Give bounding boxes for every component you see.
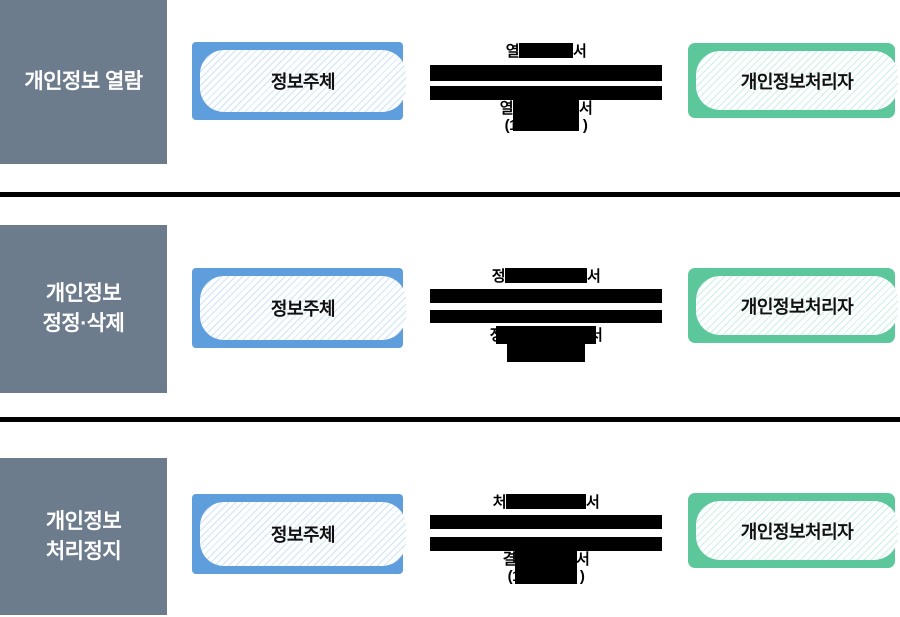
category-line2: 정정·삭제 bbox=[42, 312, 125, 335]
category-label: 개인정보 처리정지 bbox=[0, 458, 167, 615]
processor-label: 개인정보처리자 bbox=[740, 296, 854, 317]
redacted-arrow-back bbox=[430, 86, 662, 100]
category-label: 개인정보 정정·삭제 bbox=[0, 225, 167, 393]
hatch-panel: 개인정보처리자 bbox=[696, 276, 898, 335]
request-label-left: 처 bbox=[492, 494, 507, 511]
subject-label: 정보주체 bbox=[270, 525, 336, 545]
redacted-arrow-forward bbox=[430, 289, 662, 303]
hatch-panel: 개인정보처리자 bbox=[696, 51, 898, 110]
processor-label: 개인정보처리자 bbox=[740, 521, 854, 542]
category-line1: 개인정보 bbox=[45, 282, 122, 305]
request-label-right: 서 bbox=[573, 43, 587, 60]
processor-box: 개인정보처리자 bbox=[688, 43, 898, 118]
redaction-bar bbox=[519, 43, 573, 58]
hatch-panel: 개인정보처리자 bbox=[696, 501, 898, 560]
processor-label: 개인정보처리자 bbox=[740, 71, 854, 92]
request-label-left: 정 bbox=[491, 268, 506, 285]
section-divider bbox=[0, 417, 900, 422]
redaction-blob bbox=[496, 326, 596, 344]
category-line1: 개인정보 열람 bbox=[24, 70, 143, 93]
processor-box: 개인정보처리자 bbox=[688, 493, 898, 568]
response-line1-left: 결 bbox=[502, 551, 517, 568]
response-line1-right: 서 bbox=[576, 551, 590, 568]
redaction-bar bbox=[506, 494, 586, 509]
redacted-arrow-back bbox=[430, 537, 662, 551]
request-label-right: 서 bbox=[587, 268, 601, 285]
section-divider bbox=[0, 192, 900, 197]
subject-box: 정보주체 bbox=[192, 494, 406, 574]
processor-box: 개인정보처리자 bbox=[688, 268, 898, 343]
category-label: 개인정보 열람 bbox=[0, 0, 167, 164]
response-line1-right: 서 bbox=[579, 100, 593, 117]
redaction-bar bbox=[505, 268, 587, 283]
subject-label: 정보주체 bbox=[270, 299, 336, 319]
redacted-arrow-back bbox=[430, 310, 662, 323]
response-line2-right: ) bbox=[582, 117, 588, 134]
redaction-blob bbox=[515, 551, 577, 584]
subject-box: 정보주체 bbox=[192, 42, 406, 120]
hatch-panel: 정보주체 bbox=[200, 502, 406, 566]
response-line1-left: 열 bbox=[499, 100, 514, 117]
hatch-panel: 정보주체 bbox=[200, 50, 406, 112]
redaction-blob bbox=[507, 344, 585, 362]
request-label-left: 열 bbox=[505, 43, 520, 60]
subject-label: 정보주체 bbox=[270, 72, 336, 92]
request-label-right: 서 bbox=[586, 494, 600, 511]
category-line1: 개인정보 bbox=[45, 509, 122, 533]
hatch-panel: 정보주체 bbox=[200, 276, 406, 340]
response-line2-right: ) bbox=[579, 568, 585, 585]
subject-box: 정보주체 bbox=[192, 268, 406, 348]
redacted-arrow-forward bbox=[430, 65, 662, 81]
redacted-arrow-forward bbox=[430, 515, 662, 529]
response-label: 정서 bbox=[430, 326, 662, 362]
redaction-blob bbox=[513, 100, 579, 131]
category-line2: 처리정지 bbox=[45, 539, 122, 563]
